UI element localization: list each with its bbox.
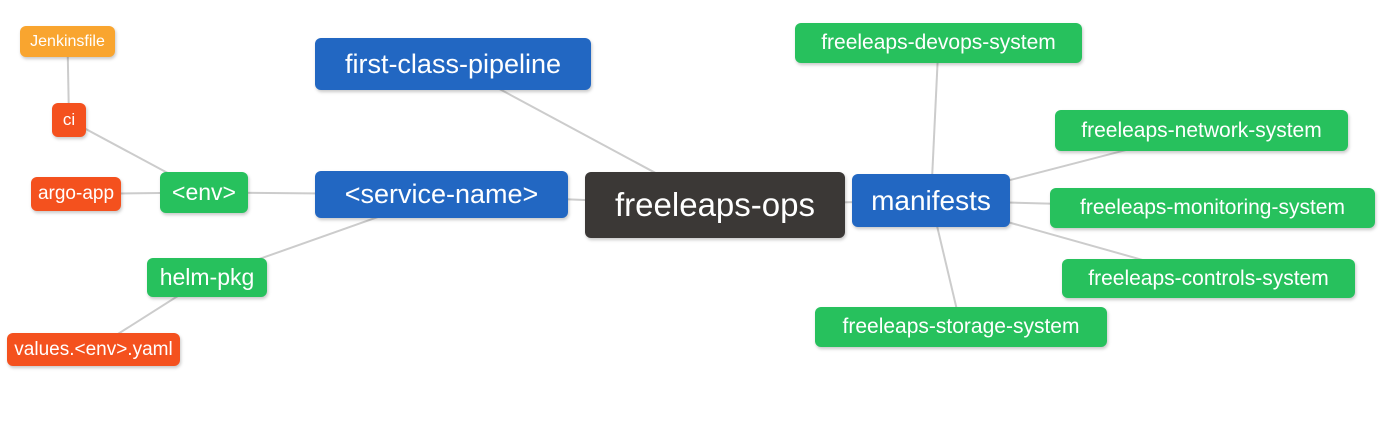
node-monitoring-system[interactable]: freeleaps-monitoring-system: [1050, 188, 1375, 228]
node-devops-system[interactable]: freeleaps-devops-system: [795, 23, 1082, 63]
node-service-name[interactable]: <service-name>: [315, 171, 568, 218]
node-first-class-pipeline[interactable]: first-class-pipeline: [315, 38, 591, 90]
node-argo-app[interactable]: argo-app: [31, 177, 121, 211]
node-jenkinsfile[interactable]: Jenkinsfile: [20, 26, 115, 57]
node-controls-system[interactable]: freeleaps-controls-system: [1062, 259, 1355, 298]
node-storage-system[interactable]: freeleaps-storage-system: [815, 307, 1107, 347]
node-values-env-yaml[interactable]: values.<env>.yaml: [7, 333, 180, 366]
node-network-system[interactable]: freeleaps-network-system: [1055, 110, 1348, 151]
node-manifests[interactable]: manifests: [852, 174, 1010, 227]
node-helm-pkg[interactable]: helm-pkg: [147, 258, 267, 297]
node-ci[interactable]: ci: [52, 103, 86, 137]
node-env[interactable]: <env>: [160, 172, 248, 213]
node-freeleaps-ops[interactable]: freeleaps-ops: [585, 172, 845, 238]
